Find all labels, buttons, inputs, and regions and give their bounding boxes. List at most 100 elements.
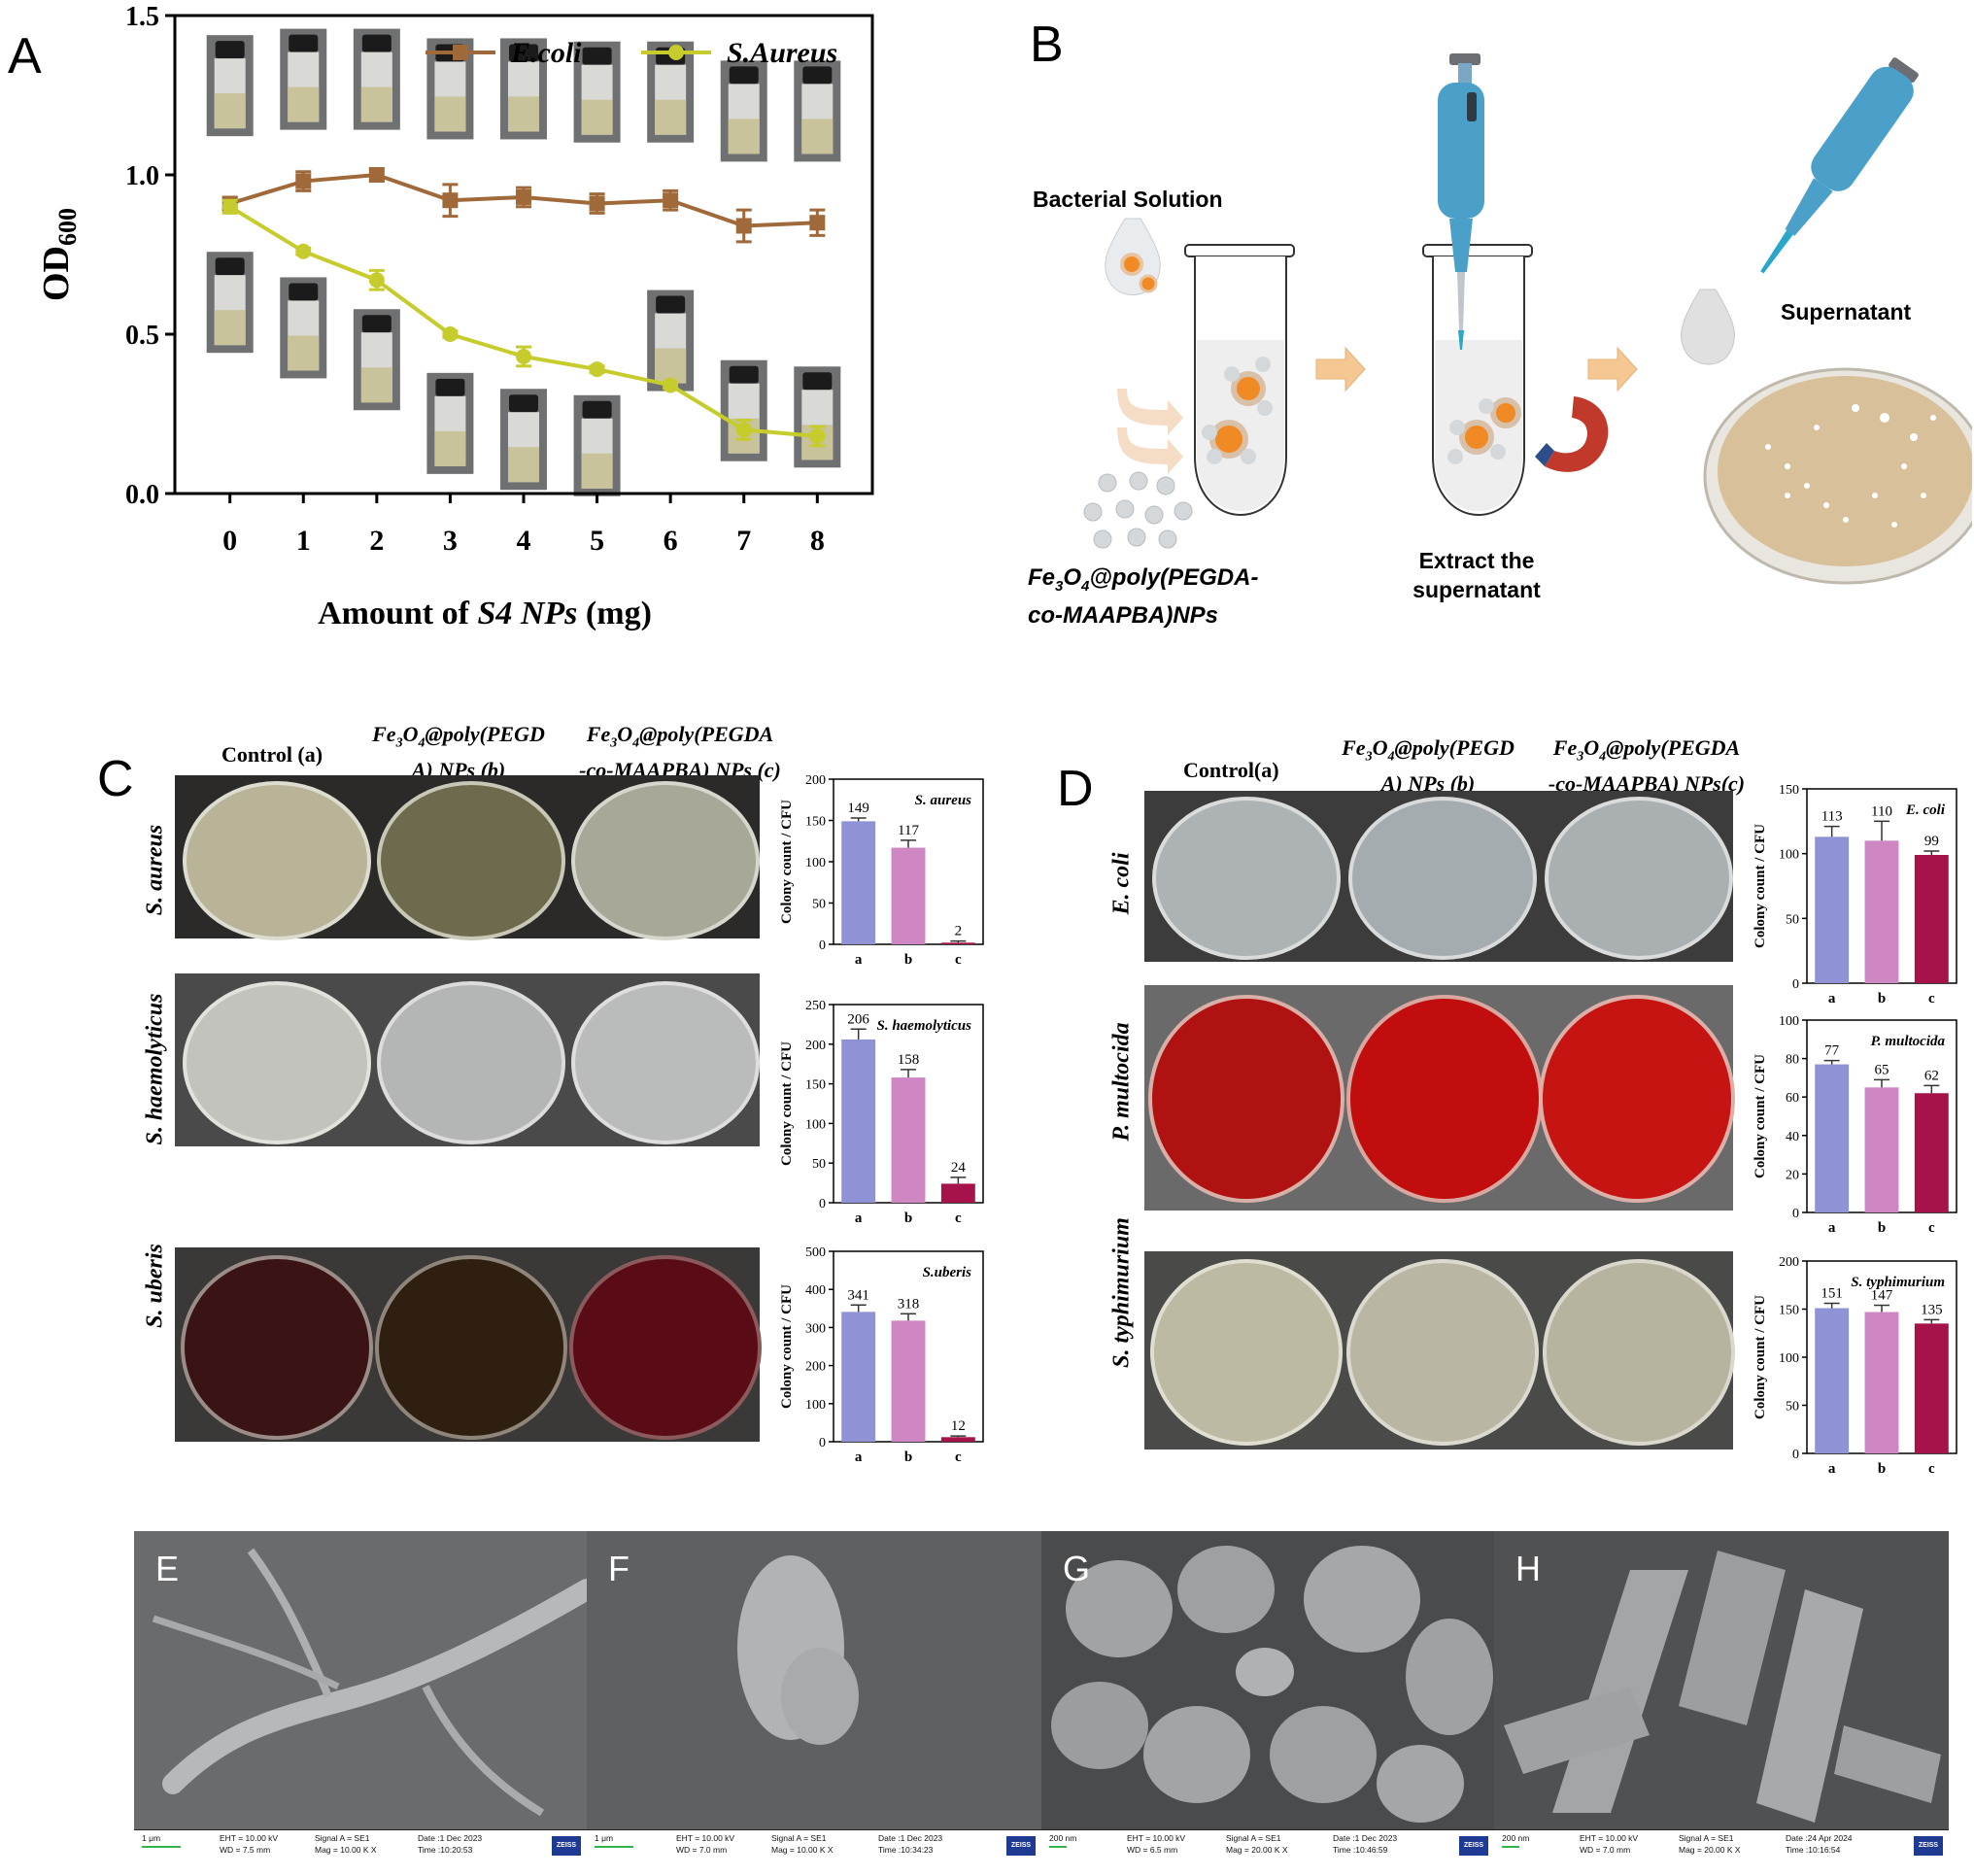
vial-photo [353, 309, 400, 411]
x-tick-label: a [1828, 991, 1836, 1006]
vial-photo [206, 252, 254, 354]
x-tick-label: b [1878, 1461, 1886, 1477]
y-tick-label: 300 [805, 1321, 826, 1336]
data-point [735, 422, 752, 438]
y-tick-label: 50 [812, 898, 826, 912]
bar-a [841, 1039, 876, 1203]
y-tick-label: 100 [805, 1117, 826, 1132]
row-label-s-haemolyticus: S. haemolyticus [142, 993, 168, 1145]
vial-photo [794, 60, 841, 162]
bar-c [1914, 855, 1949, 983]
y-tick-label: 50 [812, 1157, 826, 1172]
y-axis-label: Colony count / CFU [1753, 824, 1768, 948]
y-tick-label: 0.0 [125, 480, 159, 510]
sem-label-e: E [155, 1549, 180, 1588]
bar-b [1864, 840, 1899, 983]
plate-photo-s-typhimurium [1144, 1251, 1735, 1450]
bar-c [1914, 1093, 1949, 1212]
bar-a [1815, 1064, 1850, 1212]
sem-label-h: H [1515, 1549, 1541, 1588]
sem-label-g: G [1063, 1549, 1091, 1588]
row-label-e-coli: E. coli [1108, 852, 1135, 915]
y-tick-label: 0 [1792, 1207, 1799, 1221]
x-axis-label: Amount of S4 NPs (mg) [318, 596, 652, 631]
data-label: 77 [1824, 1043, 1840, 1059]
data-label: 151 [1821, 1286, 1843, 1302]
bar-b [891, 847, 926, 944]
y-tick-label: 100 [1779, 1351, 1799, 1366]
x-tick-label: b [904, 1211, 912, 1226]
x-tick-label: c [955, 1450, 962, 1465]
vial-photo [206, 35, 254, 137]
x-tick-label: a [1828, 1461, 1836, 1477]
bar-chart-title: S. haemolyticus [876, 1018, 971, 1034]
y-tick-label: 150 [1779, 783, 1799, 798]
x-tick-label: b [1878, 991, 1886, 1006]
row-label-s-uberis: S. uberis [142, 1244, 168, 1328]
x-tick-label: a [855, 952, 863, 968]
data-point [663, 377, 679, 393]
data-point [368, 272, 385, 289]
y-tick-label: 1.5 [125, 2, 159, 32]
sem-info-bar-g: 200 nm EHT = 10.00 kV WD = 6.5 mm Signal… [1041, 1829, 1494, 1859]
bacteria-cluster-icon [1447, 397, 1521, 464]
legend-marker [668, 45, 684, 60]
x-tick-label: 0 [222, 525, 237, 557]
sem-image-e: E 1 μm EHT = 10.00 kV WD = 7.5 mm Signal… [134, 1531, 587, 1859]
bar-c [1914, 1323, 1949, 1453]
y-tick-label: 80 [1786, 1053, 1799, 1068]
data-point [368, 167, 385, 183]
y-tick-label: 40 [1786, 1130, 1799, 1144]
sem-image-h: H 200 nm EHT = 10.00 kV WD = 7.0 mm Sign… [1494, 1531, 1949, 1859]
bar-b [1864, 1087, 1899, 1212]
column-header-control-d: Control(a) [1183, 758, 1279, 782]
data-point [735, 218, 752, 234]
bar-c [940, 1183, 975, 1203]
data-label: 62 [1924, 1068, 1939, 1083]
y-tick-label: 1.0 [125, 161, 159, 191]
y-tick-label: 200 [805, 773, 826, 788]
colonies-icon [1765, 404, 1936, 528]
supernatant-label: Supernatant [1781, 299, 1912, 324]
y-tick-label: 0 [1792, 1448, 1799, 1462]
bacterium-icon [1139, 274, 1158, 293]
x-tick-label: c [1928, 991, 1935, 1006]
data-point [442, 326, 459, 342]
y-tick-label: 400 [805, 1283, 826, 1298]
bar-a [1815, 1308, 1850, 1453]
data-point [442, 192, 459, 209]
vial-photo [500, 38, 547, 140]
y-tick-label: 100 [805, 856, 826, 870]
bacterium-icon [1120, 253, 1143, 276]
data-label: 147 [1871, 1288, 1893, 1304]
y-axis-label: OD600 [36, 208, 82, 301]
bacterial-solution-label: Bacterial Solution [1033, 187, 1223, 212]
data-label: 110 [1871, 803, 1892, 819]
legend-label-1: S.Aureus [727, 37, 837, 69]
bar-a [1815, 836, 1850, 983]
data-label: 65 [1875, 1062, 1889, 1077]
sem-info-bar-h: 200 nm EHT = 10.00 kV WD = 7.0 mm Signal… [1494, 1829, 1949, 1859]
y-axis-label: Colony count / CFU [779, 1284, 795, 1409]
vial-photo [426, 372, 474, 474]
x-tick-label: a [855, 1211, 863, 1226]
y-tick-label: 100 [1779, 1014, 1799, 1029]
sem-image-g: G 200 nm EHT = 10.00 kV WD = 6.5 mm Sign… [1041, 1531, 1494, 1859]
column-header-control: Control (a) [221, 742, 323, 767]
vial-photo [280, 277, 327, 379]
y-axis-label: Colony count / CFU [1753, 1054, 1768, 1178]
x-tick-label: b [1878, 1220, 1886, 1236]
arrow-right-icon [1587, 346, 1638, 392]
x-tick-label: 2 [369, 525, 384, 557]
y-tick-label: 100 [805, 1398, 826, 1413]
bar-a [841, 1312, 876, 1442]
x-tick-label: 3 [443, 525, 458, 557]
data-label: 24 [951, 1160, 967, 1176]
row-label-s-typhimurium: S. typhimurium [1108, 1217, 1135, 1368]
